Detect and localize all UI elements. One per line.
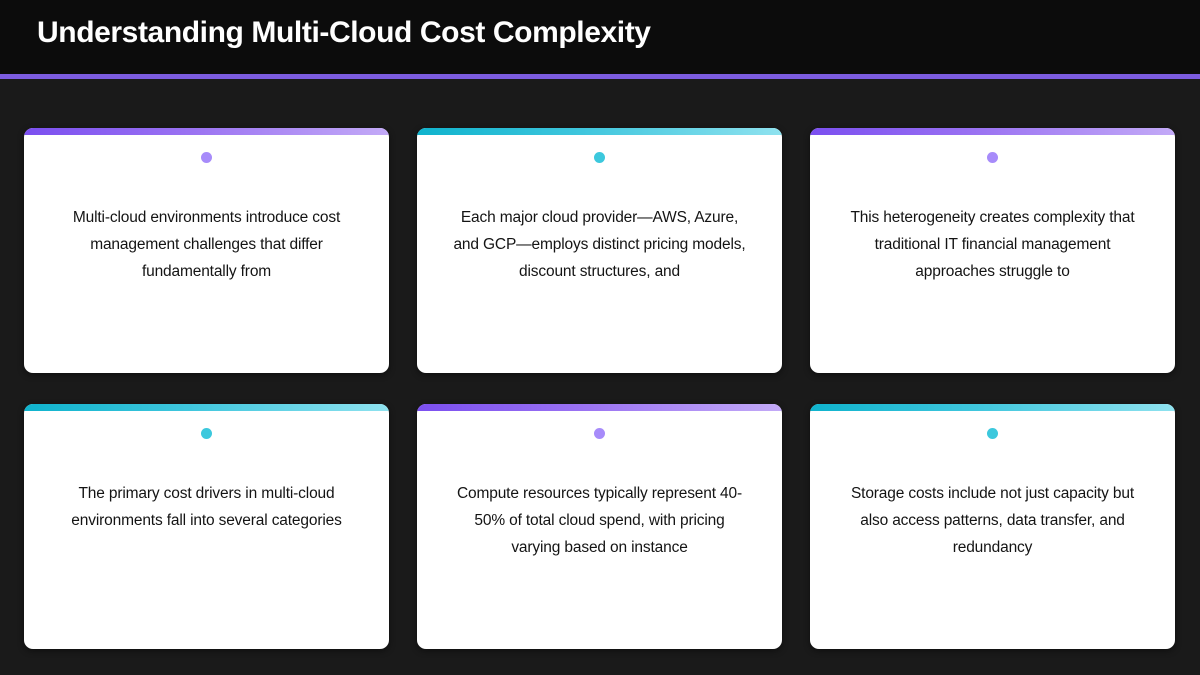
card-accent-bar bbox=[417, 404, 782, 411]
card-accent-bar bbox=[810, 128, 1175, 135]
card-accent-bar bbox=[810, 404, 1175, 411]
card-body-text: Storage costs include not just capacity … bbox=[850, 485, 1135, 556]
card-grid: Multi-cloud environments introduce cost … bbox=[24, 128, 1176, 649]
card-accent-bar bbox=[24, 128, 389, 135]
bullet-dot-icon bbox=[201, 152, 212, 163]
content-card[interactable]: Multi-cloud environments introduce cost … bbox=[24, 128, 389, 373]
content-card[interactable]: Compute resources typically represent 40… bbox=[417, 404, 782, 649]
bullet-dot-icon bbox=[201, 428, 212, 439]
card-body-text: The primary cost drivers in multi-cloud … bbox=[71, 485, 342, 529]
content-card[interactable]: The primary cost drivers in multi-cloud … bbox=[24, 404, 389, 649]
page-title: Understanding Multi-Cloud Cost Complexit… bbox=[37, 16, 651, 49]
bullet-dot-icon bbox=[987, 152, 998, 163]
bullet-dot-icon bbox=[594, 152, 605, 163]
slide-header: Understanding Multi-Cloud Cost Complexit… bbox=[0, 0, 1200, 74]
header-divider bbox=[0, 74, 1200, 79]
bullet-dot-icon bbox=[594, 428, 605, 439]
card-body-text: Each major cloud provider—AWS, Azure, an… bbox=[453, 209, 746, 280]
content-card[interactable]: Each major cloud provider—AWS, Azure, an… bbox=[417, 128, 782, 373]
content-card[interactable]: Storage costs include not just capacity … bbox=[810, 404, 1175, 649]
bullet-dot-icon bbox=[987, 428, 998, 439]
card-body-text: Multi-cloud environments introduce cost … bbox=[72, 209, 341, 280]
content-card[interactable]: This heterogeneity creates complexity th… bbox=[810, 128, 1175, 373]
card-body-text: This heterogeneity creates complexity th… bbox=[850, 209, 1135, 280]
card-body-text: Compute resources typically represent 40… bbox=[456, 485, 743, 556]
card-accent-bar bbox=[417, 128, 782, 135]
card-accent-bar bbox=[24, 404, 389, 411]
